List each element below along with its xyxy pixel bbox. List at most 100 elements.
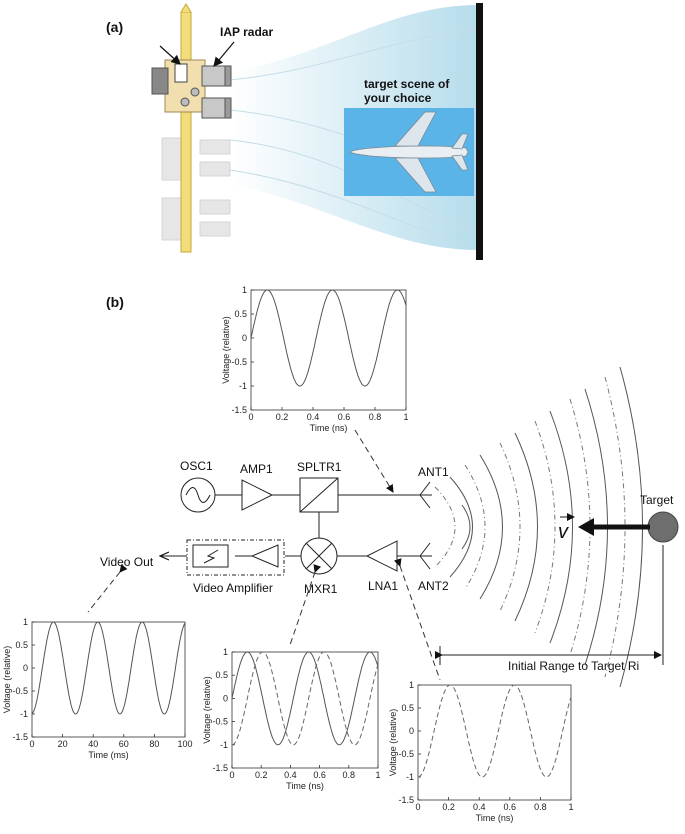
x-tick-label: 20: [58, 739, 68, 749]
wavefront-arc-dashed: [499, 442, 521, 612]
panel-a: (a) target scene of your choice: [106, 3, 483, 260]
x-axis-label: Time (ns): [476, 813, 514, 823]
series-line-solid: [250, 289, 407, 387]
target-label: Target: [640, 493, 674, 507]
x-tick-label: 0.2: [255, 770, 268, 780]
y-tick-label: 0.5: [401, 703, 414, 713]
x-tick-label: 0.6: [313, 770, 326, 780]
y-tick-label: 0: [242, 333, 247, 343]
amplifier-symbol: [241, 479, 274, 511]
plot-frame: [250, 289, 407, 411]
x-tick-label: 0.8: [534, 802, 547, 812]
y-axis-label: Voltage (relative): [221, 316, 231, 384]
y-tick-label: 1: [23, 617, 28, 627]
x-axis-label: Time (ns): [286, 781, 324, 791]
x-tick-label: 0.2: [442, 802, 455, 812]
x-tick-label: 0.4: [284, 770, 297, 780]
video-amp-label: Video Amplifier: [193, 581, 273, 595]
amp-label: AMP1: [240, 462, 273, 476]
x-tick-label: 0.4: [473, 802, 486, 812]
y-tick-label: 1: [409, 680, 414, 690]
x-tick-label: 0.8: [343, 770, 356, 780]
lna-symbol: [365, 540, 398, 572]
x-tick-label: 1: [403, 412, 408, 422]
series-line-dash: [231, 651, 379, 746]
mixer-label: MXR1: [304, 582, 338, 596]
wavefront-arc: [461, 504, 471, 550]
antenna-1-symbol: [419, 481, 432, 509]
osc-label: OSC1: [180, 459, 213, 473]
y-axis-label: Voltage (relative): [2, 646, 12, 714]
x-tick-label: 0: [29, 739, 34, 749]
y-tick-label: -1.5: [231, 405, 247, 415]
wavefront-arc-dashed: [434, 486, 456, 568]
wavefront-arc: [449, 476, 473, 578]
x-tick-label: 80: [149, 739, 159, 749]
panel-a-label: (a): [106, 19, 123, 35]
y-tick-label: -1.5: [212, 763, 228, 773]
x-tick-label: 0.2: [276, 412, 289, 422]
y-tick-label: 0.5: [15, 640, 28, 650]
airplane-icon: [349, 111, 469, 193]
wavefront-arc-dashed: [604, 376, 626, 678]
scene-label-line1: target scene of: [364, 77, 450, 91]
plot-connectors: [87, 429, 441, 681]
lna-label: LNA1: [368, 579, 398, 593]
video-out-label: Video Out: [100, 555, 154, 569]
y-tick-label: -0.5: [398, 749, 414, 759]
y-tick-label: -0.5: [12, 686, 28, 696]
x-tick-label: 60: [119, 739, 129, 749]
y-tick-label: -1: [220, 740, 228, 750]
target-symbol: [647, 511, 679, 543]
block-diagram: [160, 477, 432, 576]
x-tick-label: 0: [229, 770, 234, 780]
series-line-dash: [417, 684, 572, 778]
back-wall: [476, 3, 483, 260]
x-tick-label: 0.4: [307, 412, 320, 422]
y-tick-label: -1.5: [12, 732, 28, 742]
y-axis-label: Voltage (relative): [202, 676, 212, 744]
plot-frame: [231, 651, 379, 769]
wavefront-arc: [479, 454, 503, 600]
y-tick-label: 0.5: [215, 670, 228, 680]
ant1-label: ANT1: [418, 465, 449, 479]
ant2-label: ANT2: [418, 579, 449, 593]
x-tick-label: 1: [375, 770, 380, 780]
y-tick-label: 0: [223, 693, 228, 703]
x-tick-label: 0: [415, 802, 420, 812]
radar-label: IAP radar: [220, 25, 273, 39]
plot-frame: [417, 684, 572, 801]
y-tick-label: 1: [223, 647, 228, 657]
y-tick-label: 0: [23, 663, 28, 673]
wavefront-arc: [549, 410, 573, 644]
range-label: Initial Range to Target Ri: [508, 659, 639, 673]
velocity-label: v: [558, 521, 569, 543]
y-tick-label: -1: [20, 709, 28, 719]
x-tick-label: 0.8: [369, 412, 382, 422]
x-axis-label: Time (ms): [88, 750, 128, 760]
x-tick-label: 1: [568, 802, 573, 812]
panel-b: (b): [2, 285, 679, 823]
antenna-2-symbol: [419, 542, 432, 570]
radar-unit: [151, 59, 232, 119]
y-axis-label: Voltage (relative): [388, 709, 398, 777]
x-axis-label: Time (ns): [310, 423, 348, 433]
series-line-solid: [31, 621, 186, 715]
scene-label-line2: your choice: [364, 91, 432, 105]
x-tick-label: 100: [177, 739, 192, 749]
wavefront-arc-dashed: [534, 420, 556, 634]
splitter-label: SPLTR1: [297, 460, 342, 474]
y-tick-label: -1: [406, 772, 414, 782]
y-tick-label: 1: [242, 285, 247, 295]
y-tick-label: -0.5: [231, 357, 247, 367]
panel-b-label: (b): [106, 294, 124, 310]
y-tick-label: -1.5: [398, 795, 414, 805]
y-tick-label: 0.5: [234, 309, 247, 319]
wavefront-arc: [514, 432, 538, 622]
